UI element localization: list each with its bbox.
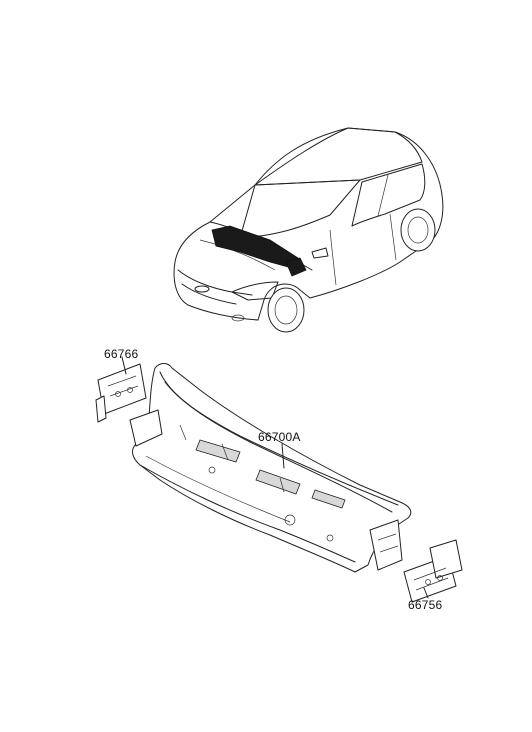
- leader-66700A: [281, 443, 285, 469]
- car-illustration: [173, 127, 444, 333]
- part-label-66766: 66766: [104, 347, 139, 361]
- part-66766-bracket: [95, 356, 147, 423]
- cowl-panel-assembly: [129, 363, 412, 573]
- part-label-66700A: 66700A: [258, 430, 301, 444]
- part-66756-bracket: [403, 539, 463, 603]
- part-label-66756: 66756: [408, 598, 443, 612]
